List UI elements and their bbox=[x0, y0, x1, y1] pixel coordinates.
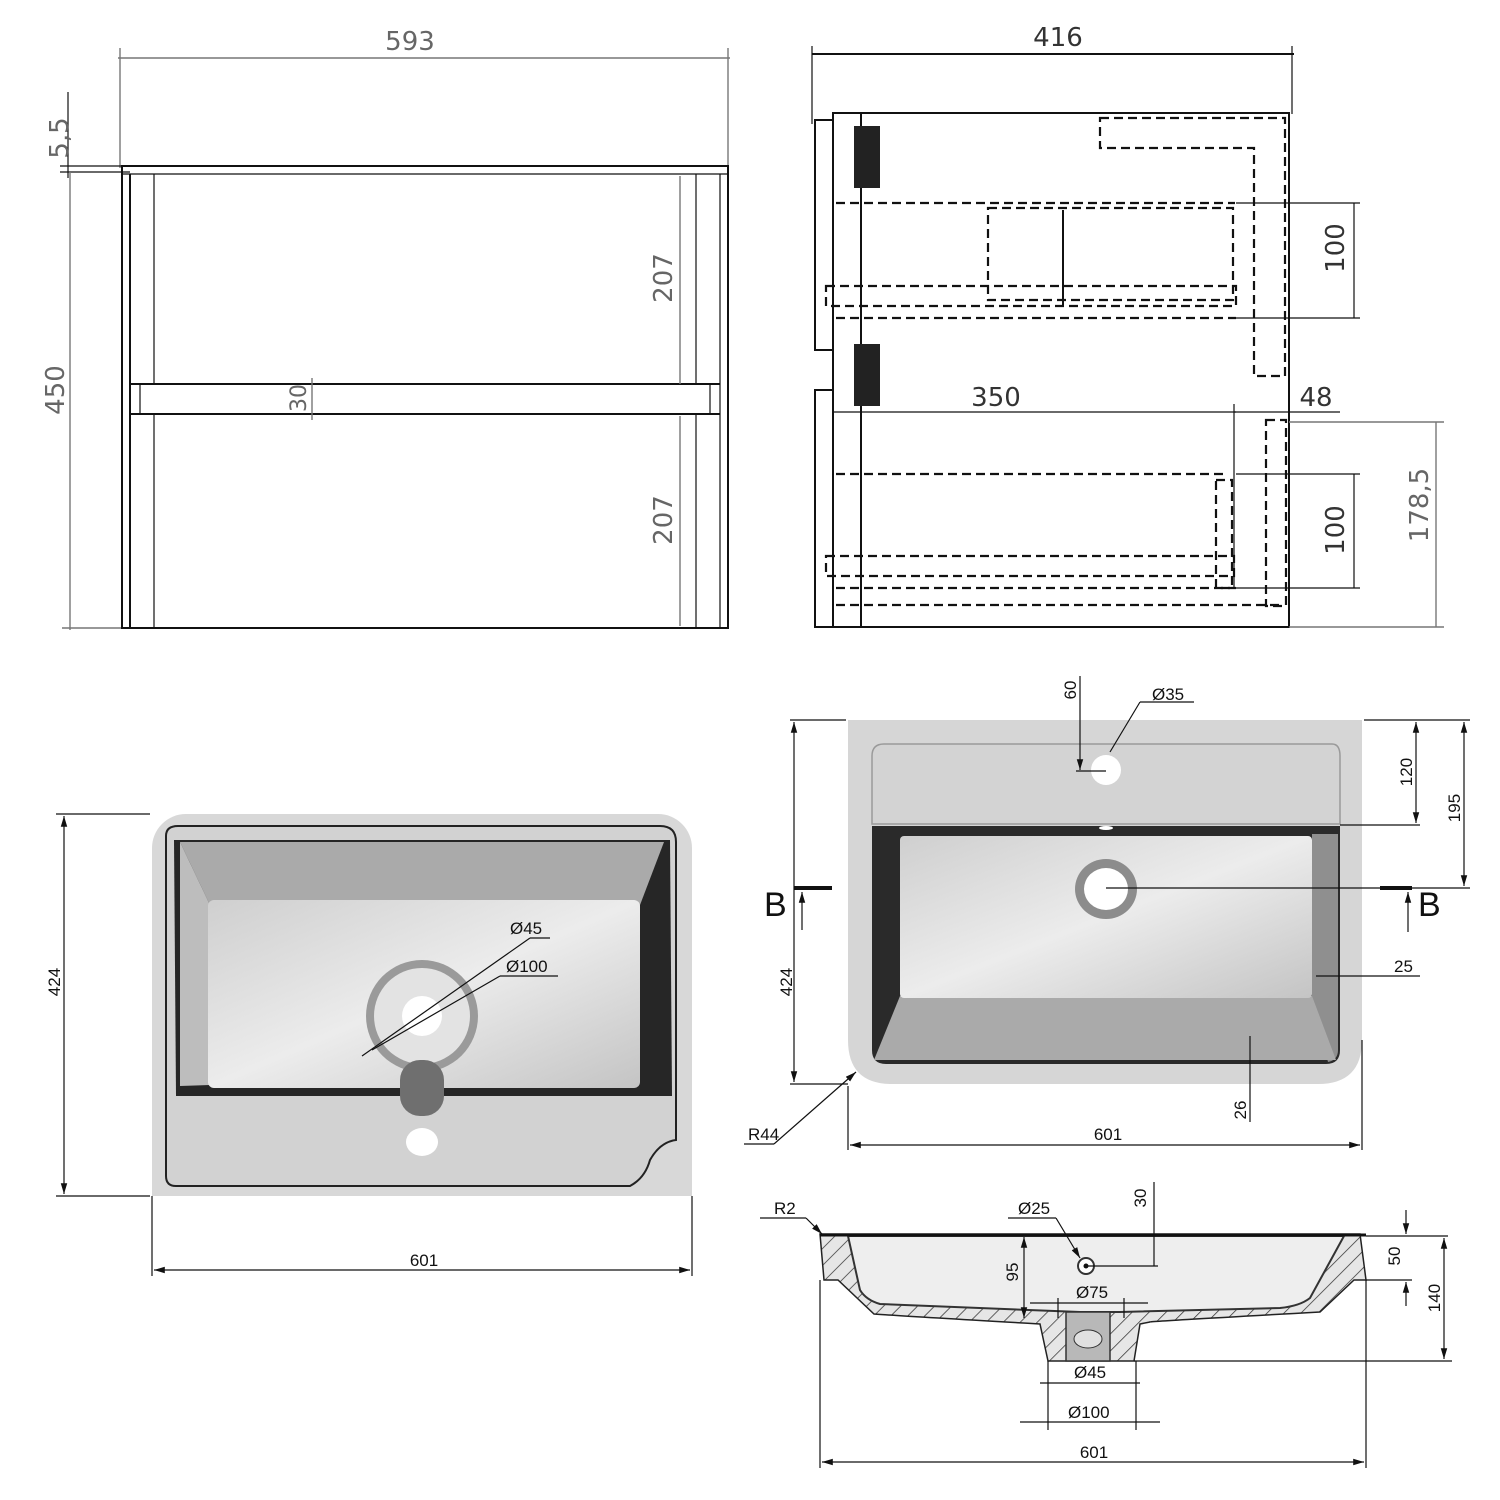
drain-outer-diameter-label: Ø100 bbox=[506, 957, 548, 976]
rim-height-label: 50 bbox=[1385, 1247, 1404, 1266]
drawer-depth-label: 350 bbox=[971, 383, 1021, 413]
side-view: 416 100 350 48 bbox=[811, 23, 1444, 628]
front-height-label: 450 bbox=[41, 365, 71, 415]
total-height-label: 140 bbox=[1425, 1284, 1444, 1312]
bowl-depth-label: 95 bbox=[1003, 1263, 1022, 1282]
overflow-offset-label: 30 bbox=[1131, 1189, 1150, 1208]
hinge-icon bbox=[854, 126, 880, 188]
top-thickness-label: 5,5 bbox=[45, 117, 75, 158]
basin-section-view: R2 Ø25 30 95 Ø75 50 140 Ø45 Ø100 bbox=[760, 1182, 1452, 1468]
side-wall-label: 25 bbox=[1394, 957, 1413, 976]
section-width-label: 601 bbox=[1080, 1443, 1108, 1462]
lower-box-height-label: 100 bbox=[1321, 505, 1351, 555]
front-wall-label: 26 bbox=[1231, 1101, 1250, 1120]
tap-offset-label: 60 bbox=[1061, 681, 1080, 700]
front-view: 593 5,5 450 207 207 30 bbox=[41, 27, 730, 630]
drain-outer-diameter-section-label: Ø100 bbox=[1068, 1403, 1110, 1422]
hinge-icon bbox=[854, 344, 880, 406]
deck-depth-label: 120 bbox=[1397, 758, 1416, 786]
lower-drawer-height-label: 207 bbox=[649, 495, 679, 545]
lower-drawer-front-label: 178,5 bbox=[1405, 468, 1435, 542]
edge-radius-label: R2 bbox=[774, 1199, 796, 1218]
tap-diameter-label: Ø35 bbox=[1152, 685, 1184, 704]
basin-depth-label: 424 bbox=[45, 968, 64, 996]
basin-right-depth-label: 424 bbox=[777, 968, 796, 996]
corner-radius-label: R44 bbox=[748, 1125, 779, 1144]
back-offset-label: 48 bbox=[1299, 383, 1332, 413]
basin-width-label: 601 bbox=[410, 1251, 438, 1270]
drain-center-offset-label: 195 bbox=[1445, 794, 1464, 822]
drain-inner-diameter-section-label: Ø45 bbox=[1074, 1363, 1106, 1382]
upper-box-height-label: 100 bbox=[1321, 223, 1351, 273]
drain-top-diameter-label: Ø75 bbox=[1076, 1283, 1108, 1302]
upper-drawer-height-label: 207 bbox=[649, 253, 679, 303]
section-mark-right: B bbox=[1418, 886, 1441, 924]
section-mark-left: B bbox=[764, 886, 787, 924]
front-width-label: 593 bbox=[385, 27, 435, 57]
overflow-diameter-label: Ø25 bbox=[1018, 1199, 1050, 1218]
drain-inner-diameter-label: Ø45 bbox=[510, 919, 542, 938]
basin-top-view-right: 60 Ø35 120 195 B B 424 25 26 R44 bbox=[744, 676, 1470, 1150]
side-depth-label: 416 bbox=[1033, 23, 1083, 53]
basin-top-view-left: Ø45 Ø100 424 601 bbox=[45, 813, 693, 1276]
basin-right-width-label: 601 bbox=[1094, 1125, 1122, 1144]
rail-height-label: 30 bbox=[287, 384, 312, 412]
